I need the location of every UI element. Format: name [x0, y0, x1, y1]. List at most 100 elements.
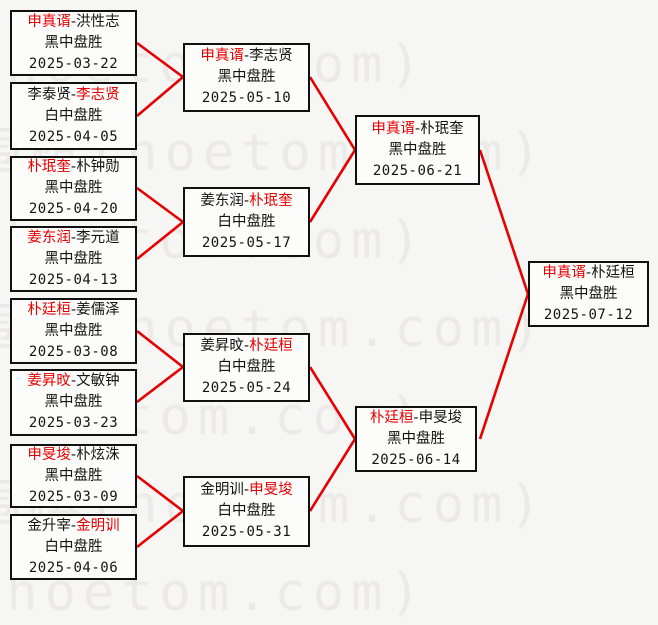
match-result: 白中盘胜 [217, 503, 276, 519]
player2-name: 金明训 [76, 517, 120, 534]
player1-name: 金升宰 [27, 517, 71, 534]
player1-name: 姜昇旼 [27, 373, 71, 389]
match-box-r1-m5: 朴廷桓-姜儒泽 黑中盘胜 2025-03-08 [10, 298, 137, 364]
name-separator: - [70, 446, 77, 463]
name-separator: - [70, 229, 77, 246]
player2-name: 朴炫洙 [76, 446, 120, 463]
match-date: 2025-04-05 [28, 128, 119, 145]
match-box-r1-m1: 申真谞-洪性志 黑中盘胜 2025-03-22 [10, 10, 137, 76]
match-box-r2-m2: 姜东润-朴珉奎 白中盘胜 2025-05-17 [183, 187, 310, 257]
match-result: 黑中盘胜 [44, 34, 103, 51]
match-box-r1-m4: 姜东润-李元道 黑中盘胜 2025-04-13 [10, 226, 137, 292]
player2-name: 朴珉奎 [249, 192, 293, 209]
match-date: 2025-06-21 [372, 162, 463, 179]
match-result: 黑中盘胜 [44, 394, 103, 410]
match-result: 黑中盘胜 [44, 322, 103, 339]
match-date: 2025-04-13 [28, 271, 119, 288]
match-box-r1-m2: 李泰贤-李志贤 白中盘胜 2025-04-05 [10, 82, 137, 150]
name-separator: - [414, 120, 421, 137]
match-result: 黑中盘胜 [44, 180, 103, 196]
name-separator: - [585, 264, 592, 281]
match-box-sf1: 申真谞-朴珉奎 黑中盘胜 2025-06-21 [355, 115, 480, 185]
match-box-r2-m3: 姜昇旼-朴廷桓 白中盘胜 2025-05-24 [183, 333, 310, 402]
player2-name: 朴珉奎 [420, 120, 464, 137]
bracket-connector-lines [136, 41, 530, 549]
player1-name: 申真谞 [27, 13, 71, 30]
player1-name: 李泰贤 [27, 86, 71, 103]
connector-line [136, 76, 184, 117]
connector-line [308, 366, 357, 440]
player2-name: 朴钟勋 [76, 159, 120, 175]
connector-line [136, 329, 184, 369]
name-separator: - [70, 159, 77, 175]
connector-line [478, 149, 530, 295]
tournament-bracket: 围棋(hoetom.com) 围棋(hoetom.com) 围棋(hoetom.… [0, 10, 649, 623]
match-result: 白中盘胜 [44, 107, 103, 124]
player2-name: 洪性志 [76, 13, 120, 30]
connector-line [308, 149, 357, 223]
player1-name: 金明训 [200, 482, 244, 498]
player1-name: 申真谞 [200, 48, 244, 64]
match-date: 2025-05-31 [201, 524, 292, 540]
match-result: 白中盘胜 [44, 538, 103, 555]
match-box-r1-m8: 金升宰-金明训 白中盘胜 2025-04-06 [10, 514, 137, 580]
player2-name: 李志贤 [76, 86, 120, 103]
player1-name: 朴廷桓 [369, 409, 414, 426]
match-result: 白中盘胜 [217, 213, 276, 230]
player1-name: 姜昇旼 [200, 338, 244, 354]
player2-name: 李志贤 [249, 48, 293, 64]
name-separator: - [243, 338, 250, 354]
player1-name: 姜东润 [200, 192, 244, 209]
connector-line [136, 509, 184, 549]
match-date: 2025-04-20 [28, 201, 119, 217]
player1-name: 申真谞 [542, 264, 586, 281]
connector-line [308, 76, 357, 151]
player2-name: 姜儒泽 [76, 301, 120, 318]
match-box-r1-m3: 朴珉奎-朴钟勋 黑中盘胜 2025-04-20 [10, 156, 137, 221]
name-separator: - [243, 48, 250, 64]
name-separator: - [243, 192, 250, 209]
player2-name: 朴廷桓 [249, 338, 293, 354]
match-result: 黑中盘胜 [44, 250, 103, 267]
player1-name: 申旻埈 [27, 446, 71, 463]
player1-name: 姜东润 [27, 229, 71, 246]
name-separator: - [70, 373, 77, 389]
player1-name: 申真谞 [371, 120, 415, 137]
match-box-r2-m4: 金明训-申旻埈 白中盘胜 2025-05-31 [183, 476, 310, 547]
player2-name: 申旻埈 [249, 482, 293, 498]
match-date: 2025-03-08 [28, 343, 119, 360]
match-result: 白中盘胜 [217, 359, 276, 375]
name-separator: - [70, 517, 77, 534]
match-result: 黑中盘胜 [387, 430, 445, 447]
match-result: 黑中盘胜 [388, 141, 447, 158]
connector-line [308, 438, 357, 512]
name-separator: - [70, 86, 77, 103]
match-date: 2025-03-22 [28, 55, 119, 72]
match-date: 2025-07-12 [543, 306, 634, 323]
match-date: 2025-05-10 [201, 90, 292, 106]
player1-name: 朴珉奎 [27, 159, 71, 175]
match-result: 黑中盘胜 [217, 69, 276, 85]
match-date: 2025-06-14 [371, 451, 461, 468]
player1-name: 朴廷桓 [27, 301, 71, 318]
match-result: 黑中盘胜 [559, 285, 618, 302]
match-date: 2025-05-17 [201, 234, 292, 251]
match-result: 黑中盘胜 [44, 467, 103, 484]
name-separator: - [413, 409, 419, 426]
match-box-final: 申真谞-朴廷桓 黑中盘胜 2025-07-12 [528, 261, 649, 327]
player2-name: 李元道 [76, 229, 120, 246]
player2-name: 文敏钟 [76, 373, 120, 389]
match-date: 2025-03-23 [28, 415, 119, 431]
player2-name: 朴廷桓 [591, 264, 635, 281]
connector-line [136, 474, 184, 513]
match-box-r1-m6: 姜昇旼-文敏钟 黑中盘胜 2025-03-23 [10, 369, 137, 436]
match-date: 2025-03-09 [28, 488, 119, 505]
match-box-sf2: 朴廷桓-申旻埈 黑中盘胜 2025-06-14 [355, 406, 477, 472]
connector-line [136, 186, 184, 224]
match-date: 2025-05-24 [201, 380, 292, 396]
name-separator: - [70, 13, 77, 30]
connector-line [136, 41, 184, 79]
match-date: 2025-04-06 [28, 559, 119, 576]
match-box-r1-m7: 申旻埈-朴炫洙 黑中盘胜 2025-03-09 [10, 444, 137, 508]
name-separator: - [70, 301, 77, 318]
